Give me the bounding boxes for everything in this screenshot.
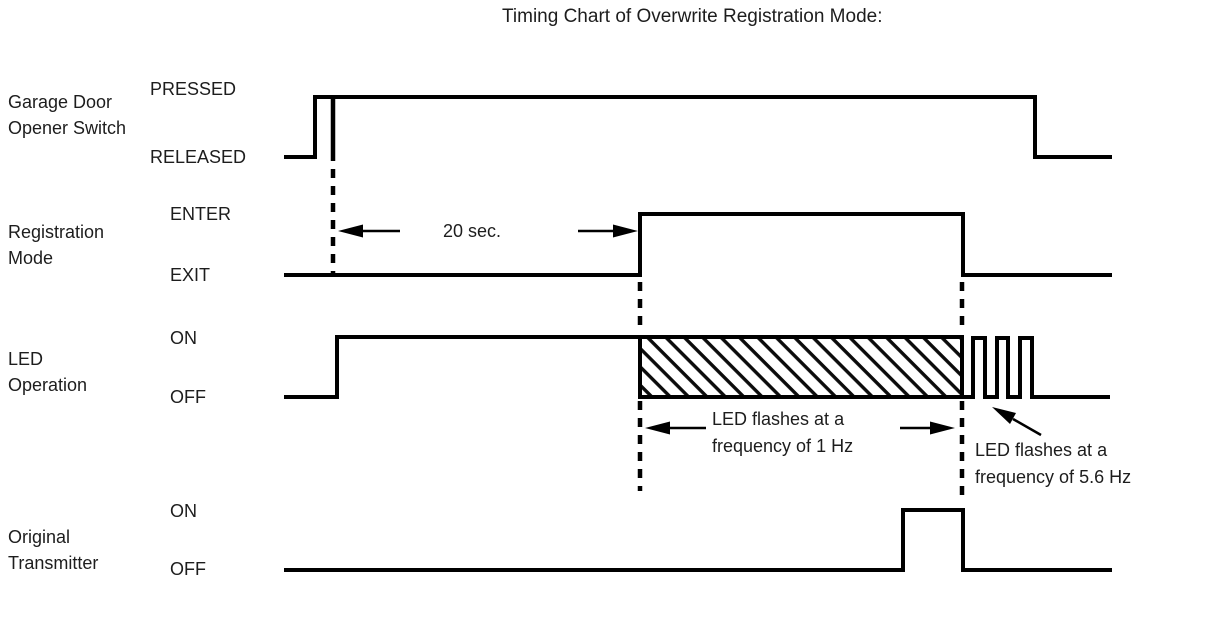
signal-name-transmitter-line2: Transmitter <box>8 553 99 573</box>
led-1hz-flash-block <box>638 335 964 399</box>
arrow-56hz-head <box>992 407 1016 424</box>
led-waveform-leadin <box>284 335 642 399</box>
arrow-56hz-shaft <box>1012 417 1042 437</box>
level-label-led-off: OFF <box>170 387 206 407</box>
signal-name-led-line1: LED <box>8 349 44 369</box>
signal-name-garage-door-line1: Garage Door <box>8 92 113 112</box>
level-label-tx-off: OFF <box>170 559 206 579</box>
annotation-1hz-line1: LED flashes at a <box>712 409 845 429</box>
transmitter-waveform <box>284 508 1112 572</box>
annotation-20-sec: 20 sec. <box>443 221 502 241</box>
garage-switch-waveform <box>284 95 1112 159</box>
annotation-1hz-line2: frequency of 1 Hz <box>712 436 854 456</box>
level-label-exit: EXIT <box>170 265 211 285</box>
signal-name-registration-line1: Registration <box>8 222 105 242</box>
arrow-1hz-right-head <box>930 421 955 435</box>
arrow-20sec-left-head <box>338 224 363 238</box>
page-title: Timing Chart of Overwrite Registration M… <box>502 6 883 27</box>
level-label-tx-on: ON <box>170 501 197 521</box>
led-56hz-pulse-waveform <box>962 336 1110 399</box>
signal-name-led-line2: Operation <box>8 375 88 395</box>
annotation-56hz-line2: frequency of 5.6 Hz <box>975 467 1132 487</box>
registration-mode-waveform <box>284 212 1112 277</box>
level-label-enter: ENTER <box>170 204 232 224</box>
arrow-1hz-left-head <box>645 421 670 435</box>
signal-name-garage-door-line2: Opener Switch <box>8 118 127 138</box>
level-label-pressed: PRESSED <box>150 79 237 99</box>
arrow-20sec-right-head <box>613 224 638 238</box>
signal-name-transmitter-line1: Original <box>8 527 71 547</box>
level-label-released: RELEASED <box>150 147 247 167</box>
signal-name-registration-line2: Mode <box>8 248 54 268</box>
level-label-led-on: ON <box>170 328 197 348</box>
annotation-56hz-line1: LED flashes at a <box>975 440 1108 460</box>
